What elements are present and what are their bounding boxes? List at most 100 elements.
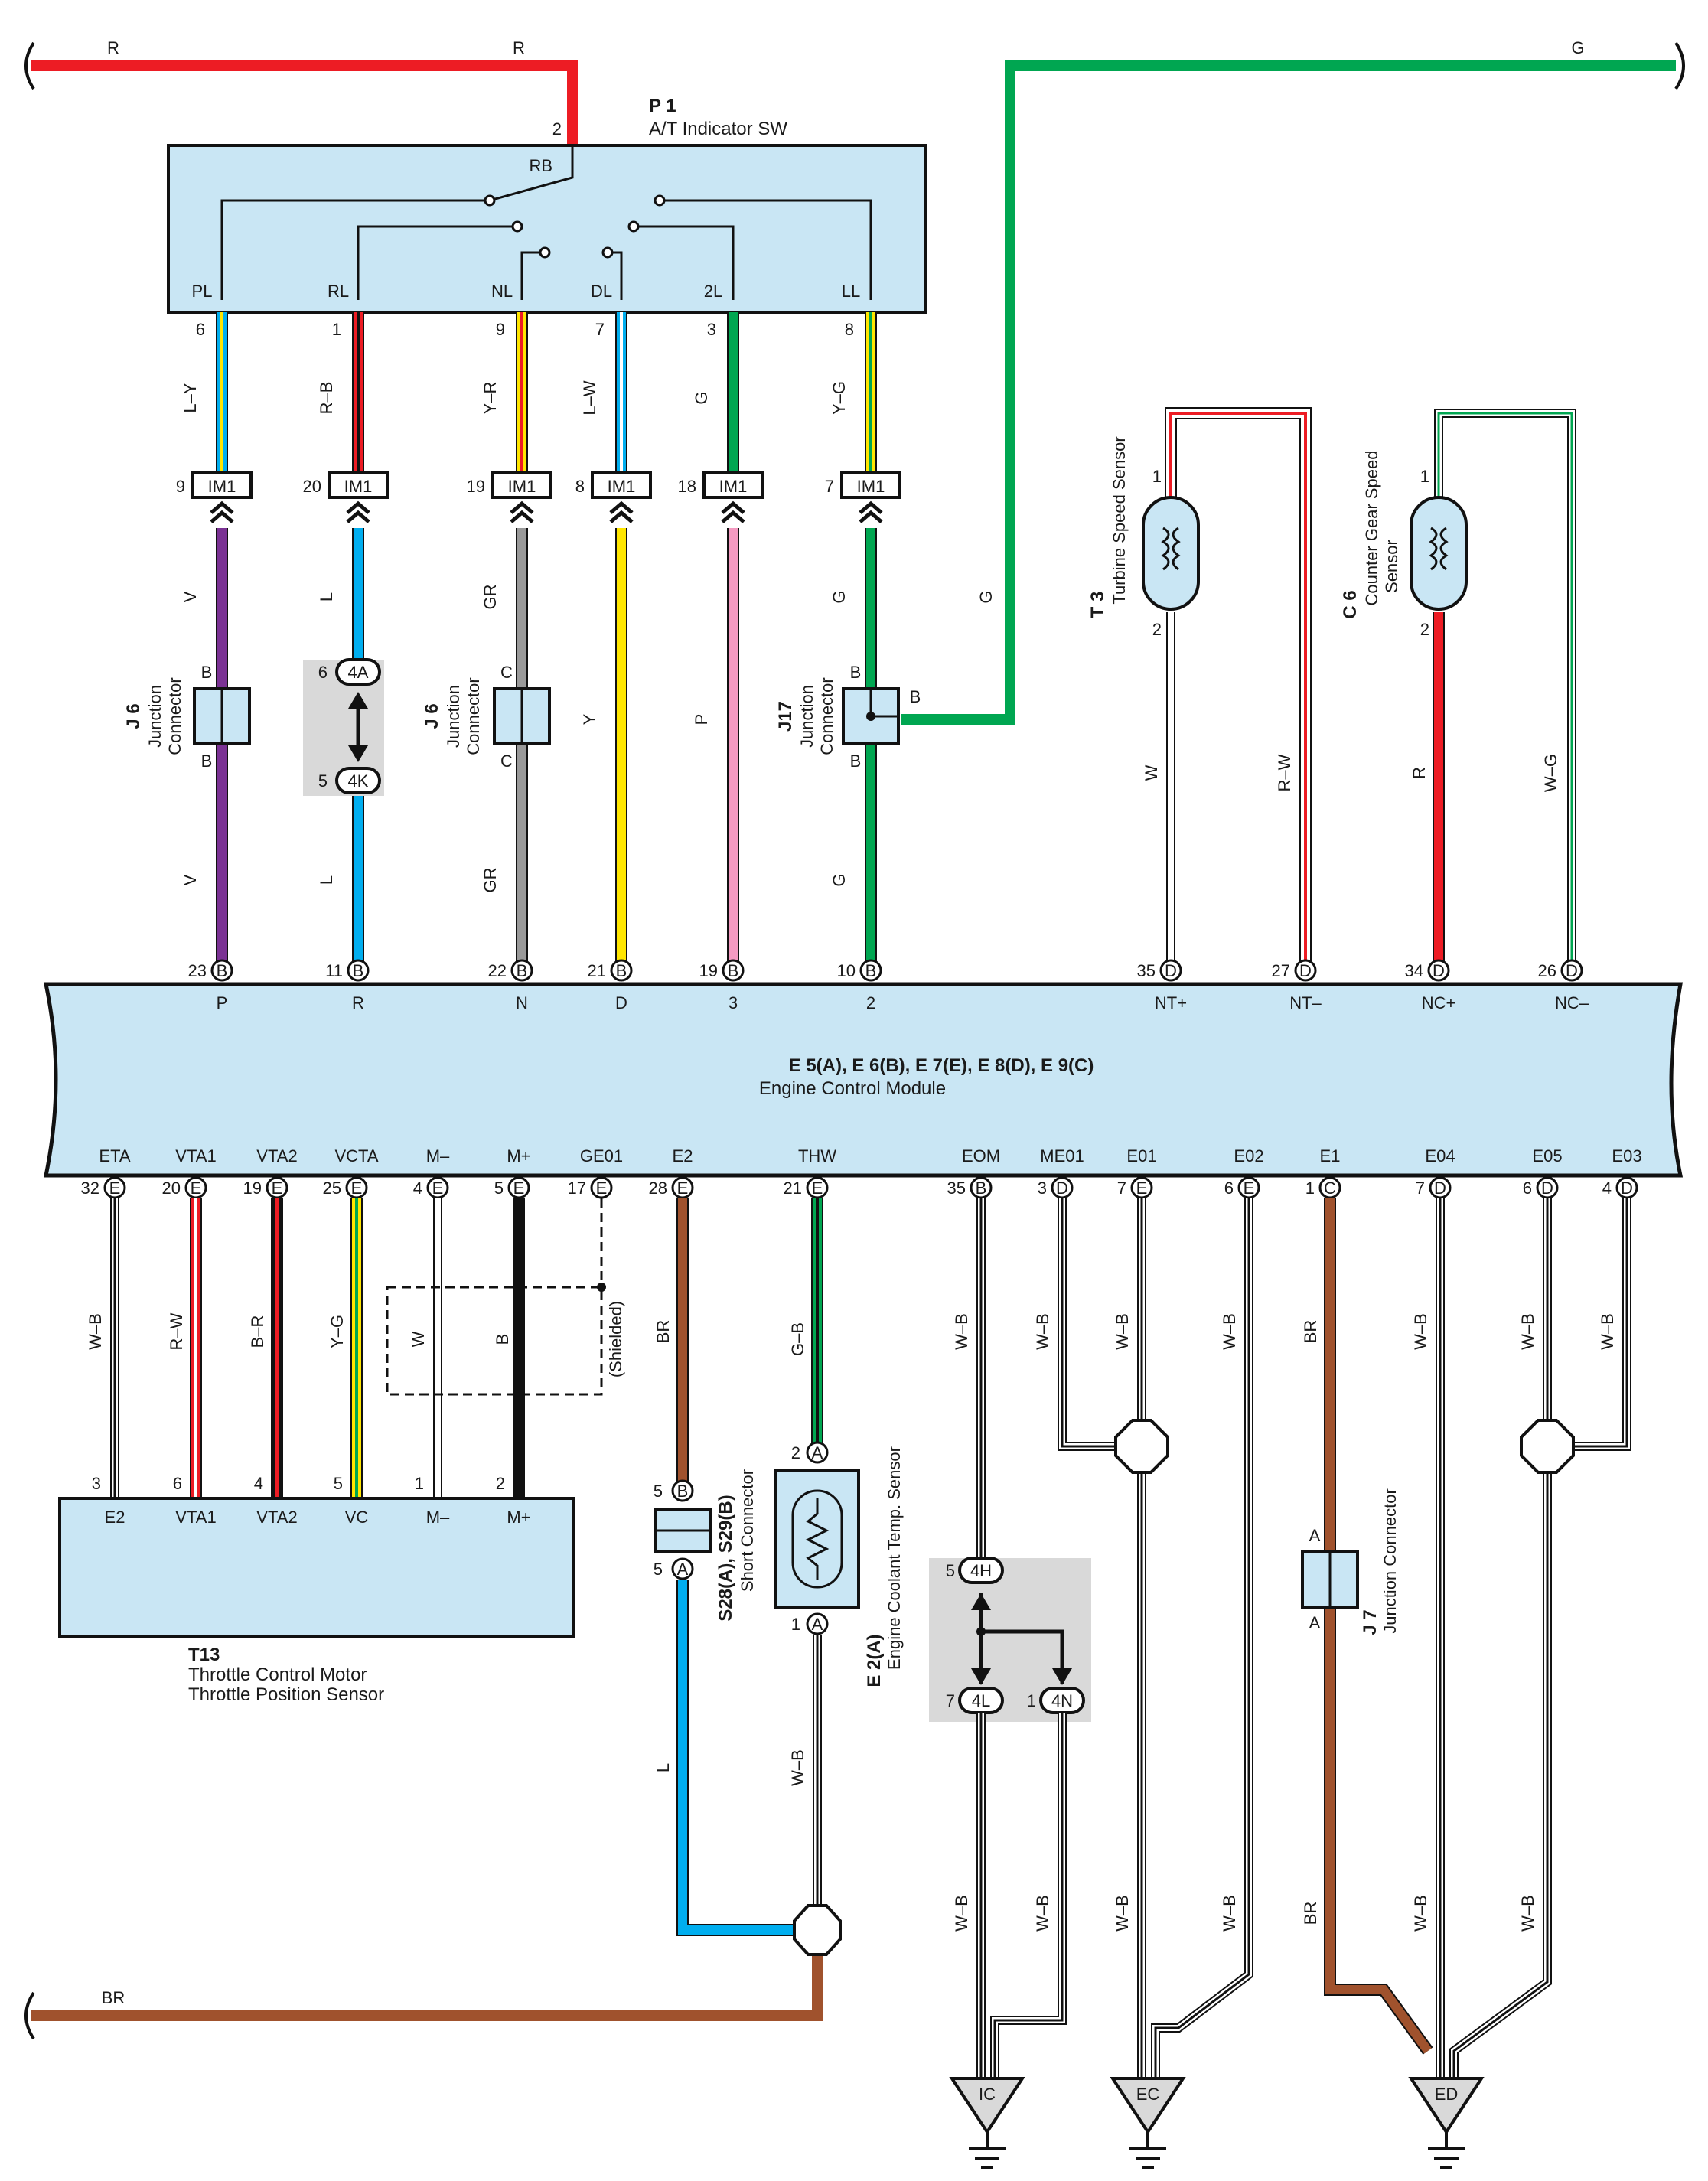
- t3-sensor-body: [1142, 496, 1200, 611]
- ecm-top-sig-0: P: [217, 993, 228, 1012]
- ecm-top-conn-4-circle: [722, 959, 745, 982]
- c4-arrow-up: [348, 692, 368, 709]
- p1-name: A/T Indicator SW: [649, 119, 787, 139]
- wire-gr-label-1: GR: [481, 585, 500, 610]
- ecm-top-pin-7: 27: [1272, 961, 1290, 980]
- c4h-link-r: [981, 1629, 1064, 1684]
- ecm-bot-conn-7: E: [677, 1179, 689, 1198]
- ecm-top-pin-3: 21: [588, 961, 606, 980]
- ecm-bot-sig-3: VCTA: [334, 1146, 378, 1165]
- wire-mplus-label: B: [493, 1334, 512, 1345]
- wire-e05-stripe: [1452, 1198, 1549, 2082]
- ecm-bot-conn-11-circle: [1130, 1176, 1153, 1199]
- e2-term-top-circle: [806, 1441, 829, 1464]
- j17-name2: Connector: [817, 677, 836, 755]
- t13-pin-1: 6: [173, 1474, 182, 1493]
- j7-name: Junction Connector: [1380, 1488, 1400, 1634]
- t13-sig-3: VC: [345, 1508, 369, 1527]
- c4h-arrow-l: [971, 1668, 991, 1685]
- p1-pin-NL: 9: [496, 320, 505, 339]
- c6-name: Counter Gear Speed: [1362, 450, 1381, 605]
- wire-s28-l-label: L: [654, 1763, 673, 1772]
- p1-rb-label: RB: [529, 156, 552, 175]
- ecm-top-sig-1: R: [352, 993, 364, 1012]
- t3-name: Turbine Speed Sensor: [1110, 436, 1129, 604]
- ecm-bot-conn-16: D: [1621, 1179, 1633, 1198]
- wire-c6-wg-outline: [1434, 409, 1576, 966]
- ecm-bot-conn-16-circle: [1615, 1176, 1638, 1199]
- t13-name2: Throttle Position Sensor: [188, 1684, 384, 1705]
- ecm-bot-sig-0: ETA: [99, 1146, 130, 1165]
- ecm-bot-sig-4: M–: [426, 1146, 450, 1165]
- j7-top-pin: A: [1309, 1526, 1321, 1545]
- j6b-name2: Connector: [464, 677, 483, 755]
- c4h-tag-top-pill: [958, 1557, 1004, 1584]
- c6-coil: [1429, 527, 1438, 571]
- im1-box-3: [591, 471, 652, 499]
- shield-dot: [597, 1283, 606, 1292]
- ecm-bot-conn-10-circle: [1051, 1176, 1074, 1199]
- ecm-bot-conn-9-circle: [970, 1176, 993, 1199]
- ecm-top-sig-2: N: [516, 993, 528, 1012]
- im1-chevron-4: [721, 500, 745, 523]
- p1-terminal-2L: 2L: [704, 282, 722, 301]
- ecm-bot-conn-5: E: [513, 1179, 525, 1198]
- c4h-arrow-up: [971, 1593, 991, 1610]
- c4h-tag-l: 4L: [972, 1691, 990, 1710]
- p1-contact-pl: [484, 194, 496, 207]
- ecm-top-conn-4: B: [728, 961, 739, 980]
- right-break-mark: [1674, 41, 1685, 90]
- ecm-top-conn-2-circle: [510, 959, 533, 982]
- wire-j7-br-label: BR: [1301, 1902, 1320, 1925]
- ecm-top-sig-6: NT+: [1155, 993, 1187, 1012]
- s28-term-top-circle: [671, 1479, 694, 1502]
- t3-pin1: 1: [1152, 467, 1162, 486]
- ecm-title: E 5(A), E 6(B), E 7(E), E 8(D), E 9(C): [789, 1055, 1094, 1076]
- wire-ic-r-stripe: [993, 1713, 1064, 2082]
- ecm-top-conn-8-circle: [1427, 959, 1450, 982]
- p1-contact-rl: [511, 220, 523, 233]
- im1-tag-3: IM1: [608, 477, 636, 496]
- ecm-top-conn-8: D: [1433, 961, 1445, 980]
- ecm-bot-conn-10: D: [1056, 1179, 1068, 1198]
- p1-line-dl: [612, 251, 623, 300]
- t3-coil: [1161, 527, 1170, 571]
- ecm-top-conn-2: B: [517, 961, 528, 980]
- im1-box-0: [191, 471, 253, 499]
- im1-chevron-1: [346, 500, 370, 523]
- p1-pin-PL: 6: [196, 320, 205, 339]
- ecm-top-pin-2: 22: [488, 961, 507, 980]
- im1-chevron-2: [510, 500, 534, 523]
- ecm-top-sig-7: NT–: [1289, 993, 1322, 1012]
- splice-e01: [1114, 1419, 1169, 1474]
- p1-pin-2L: 3: [707, 320, 716, 339]
- bottom-br-wire: [31, 1930, 823, 2021]
- c4-tag-top-pill: [335, 658, 381, 686]
- ecm-bot-pin-2: 19: [243, 1179, 262, 1198]
- j17-name: Junction: [797, 685, 817, 748]
- e2-id: E 2(A): [864, 1634, 885, 1687]
- ecm-bot-pin-15: 6: [1523, 1179, 1532, 1198]
- s28-term-bot-circle: [671, 1557, 694, 1580]
- ecm-top-sig-4: 3: [729, 993, 738, 1012]
- top-green-wire: [901, 60, 1676, 725]
- im1-tag-2: IM1: [508, 477, 536, 496]
- ecm-bot-conn-12: E: [1244, 1179, 1255, 1198]
- wire-c6-wg: [1436, 410, 1575, 966]
- ecm-bot-conn-1: E: [191, 1179, 202, 1198]
- p1-line-rl: [357, 225, 513, 300]
- ecm-top-pin-1: 11: [325, 961, 343, 980]
- top-red-label-2: R: [513, 38, 525, 57]
- wire-t3-rw-stripe: [1169, 412, 1307, 966]
- j17-side-pin: B: [910, 687, 921, 706]
- wire-p-label: P: [692, 714, 711, 725]
- wire-l-label-2: L: [317, 875, 336, 885]
- wire-ed2-label: W–B: [1518, 1895, 1537, 1932]
- ecm-top-sig-9: NC–: [1555, 993, 1589, 1012]
- im1-pin-2: 19: [467, 477, 485, 496]
- j6a-name: Junction: [145, 685, 165, 748]
- c4h-tag-r: 4N: [1051, 1691, 1073, 1710]
- wire-e03-label: W–B: [1598, 1313, 1617, 1350]
- p1-line-pl: [220, 199, 485, 300]
